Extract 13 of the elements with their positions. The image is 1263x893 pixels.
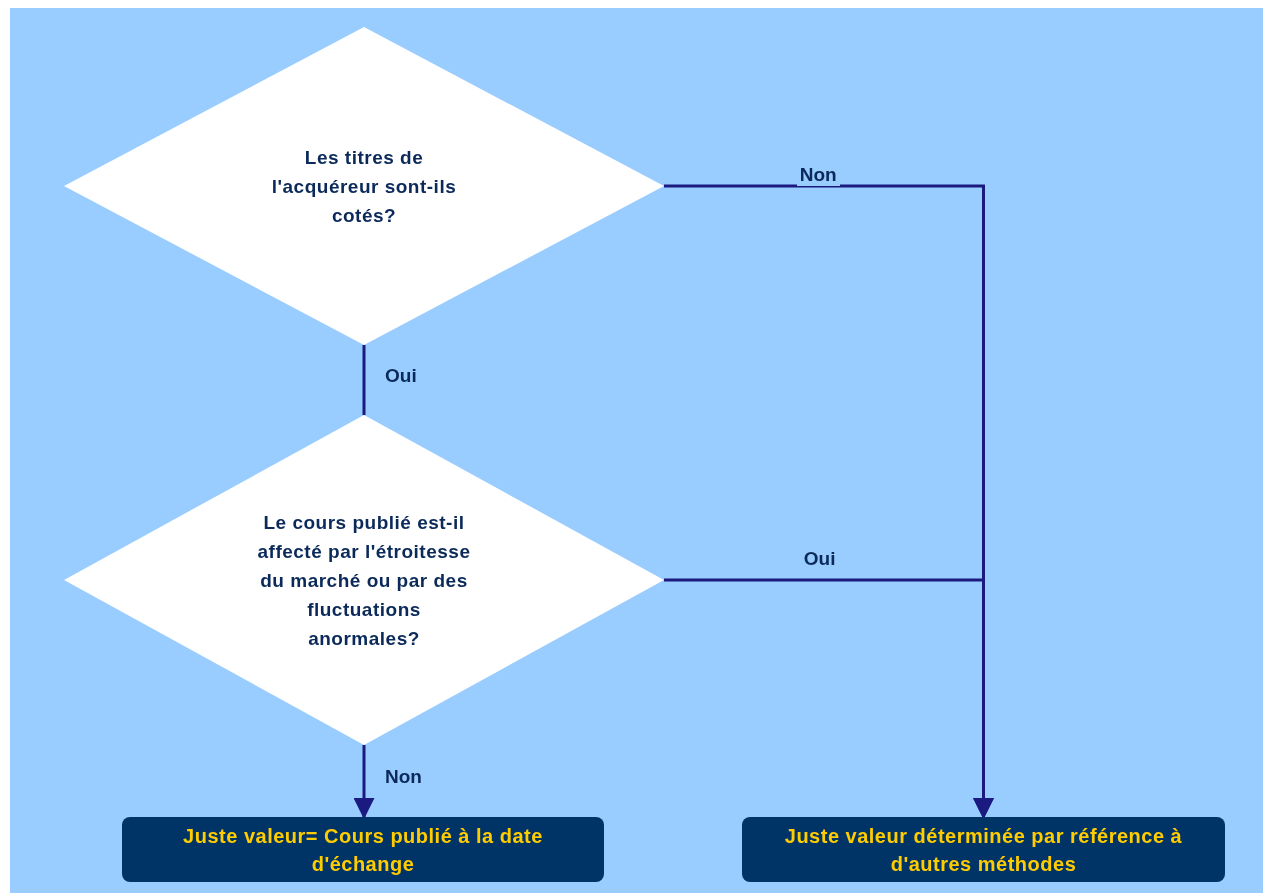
edge-label: Non <box>384 766 423 788</box>
connector-line <box>353 745 375 820</box>
node-text: Les titres de l'acquéreur sont-ils cotés? <box>270 145 458 228</box>
node-text: Juste valeur= Cours publié à la date d'échange <box>182 823 544 877</box>
decision-diamond <box>64 27 664 345</box>
result-box <box>122 817 604 882</box>
node-text: Juste valeur déterminée par référence à d'autres méthodes <box>783 823 1184 877</box>
edge-label: Oui <box>384 365 418 387</box>
connector-line <box>362 345 366 415</box>
decision-diamond <box>64 415 664 745</box>
node-text: Le cours publié est-il affecté par l'étroitesse du marché ou par des fluctuations anormales? <box>256 510 472 651</box>
edge-label: Oui <box>802 548 837 570</box>
result-box <box>742 817 1225 882</box>
